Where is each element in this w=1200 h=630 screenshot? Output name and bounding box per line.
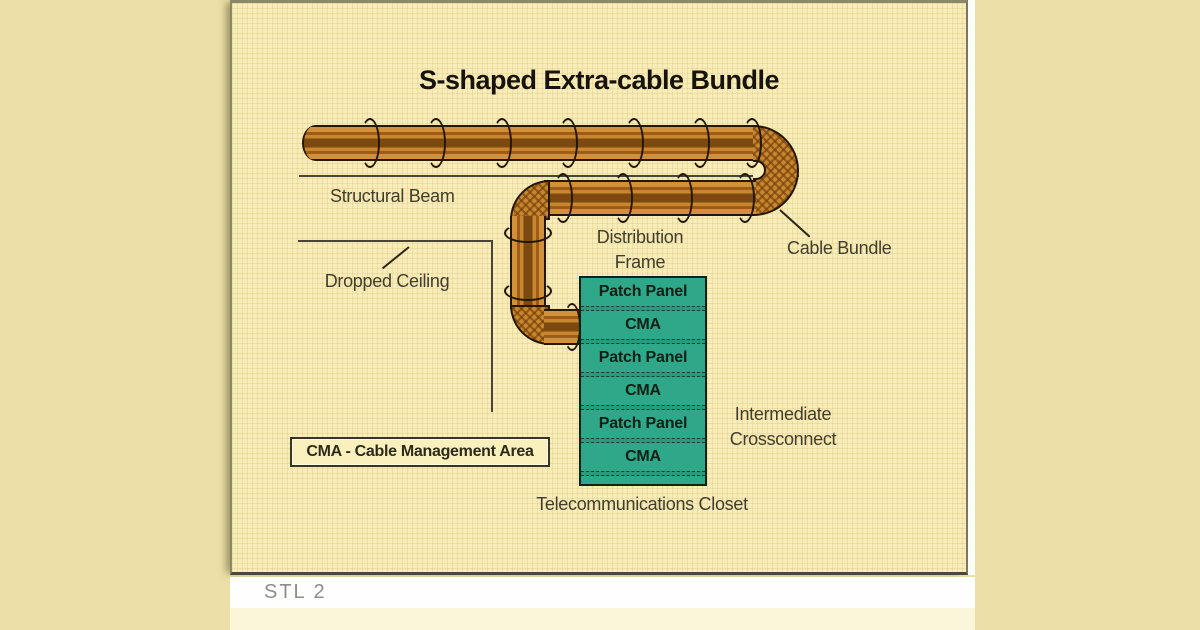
cable-tie-ring — [558, 118, 578, 168]
rack-separator — [581, 405, 705, 410]
cable-elbow-upper — [510, 180, 550, 220]
distribution-frame-label-line1: Distribution — [596, 227, 684, 247]
structural-beam-line — [299, 175, 799, 177]
rack-separator — [581, 372, 705, 377]
diagram-title: S-shaped Extra-cable Bundle — [418, 65, 780, 95]
rack-row: CMA — [625, 382, 661, 399]
distribution-frame-label-line2: Frame — [614, 252, 666, 272]
figure-id-label: STL 2 — [264, 581, 327, 603]
cable-tie-ring — [735, 173, 755, 223]
figure-bottom-strip — [230, 608, 975, 630]
rack-separator — [581, 306, 705, 311]
cable-tie-ring — [624, 118, 644, 168]
telecommunications-closet-label: Telecommunications Closet — [536, 494, 748, 514]
cable-tie-ring — [504, 223, 552, 243]
rack-row: Patch Panel — [598, 283, 688, 300]
intermediate-crossconnect-label-line2: Crossconnect — [729, 429, 837, 449]
cable-tie-ring — [360, 118, 380, 168]
cable-tie-ring — [613, 173, 633, 223]
intermediate-crossconnect-rack: Patch Panel CMA Patch Panel CMA Patch Pa… — [579, 276, 707, 486]
cable-bundle-label: Cable Bundle — [787, 238, 892, 258]
rack-row: Patch Panel — [598, 415, 688, 432]
rack-separator — [581, 438, 705, 443]
intermediate-crossconnect-label-line1: Intermediate — [734, 404, 832, 424]
panel-right-margin — [968, 0, 975, 575]
rack-row: CMA — [625, 448, 661, 465]
dropped-ceiling-pointer-line — [381, 246, 410, 270]
dropped-ceiling-label: Dropped Ceiling — [324, 271, 450, 291]
dropped-ceiling-line-vertical — [491, 240, 493, 412]
cable-tie-ring — [492, 118, 512, 168]
cable-tube-middle — [544, 180, 756, 216]
cable-tie-ring — [553, 173, 573, 223]
diagram-panel: S-shaped Extra-cable Bundle Structural B… — [230, 0, 968, 575]
cable-tie-ring — [742, 118, 762, 168]
cable-tie-ring — [426, 118, 446, 168]
cable-tie-ring — [504, 281, 552, 301]
rack-separator — [581, 339, 705, 344]
distribution-frame-label: Distribution Frame — [572, 225, 708, 275]
cable-tie-ring — [690, 118, 710, 168]
rack-row: Patch Panel — [598, 349, 688, 366]
cable-tie-ring — [673, 173, 693, 223]
cma-legend-box: CMA - Cable Management Area — [290, 437, 550, 467]
rack-row: CMA — [625, 316, 661, 333]
intermediate-crossconnect-label: Intermediate Crossconnect — [713, 402, 853, 452]
rack-footer-strip — [581, 476, 705, 484]
dropped-ceiling-line-horizontal — [298, 240, 493, 242]
figure-caption-strip: STL 2 — [230, 577, 975, 608]
rack-separator — [581, 471, 705, 476]
cable-bundle-pointer-line — [779, 209, 811, 238]
structural-beam-label: Structural Beam — [330, 186, 455, 206]
